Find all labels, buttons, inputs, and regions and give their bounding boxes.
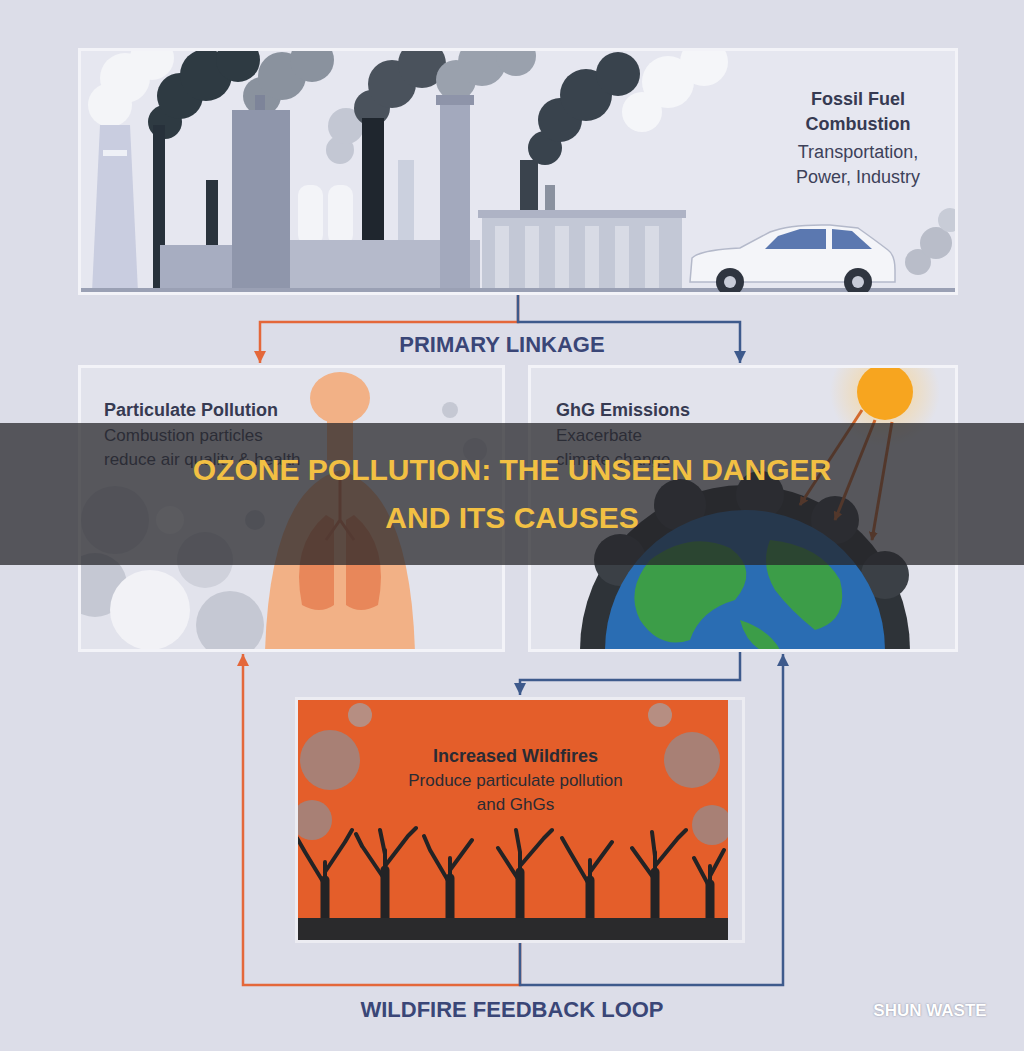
text-block: Fossil Fuel CombustionTransportation, Po… xyxy=(773,87,943,190)
factory-building xyxy=(520,160,538,215)
node-heading: Fossil Fuel Combustion xyxy=(773,87,943,137)
wildfire-illustration xyxy=(297,699,728,941)
smoke-cloud xyxy=(648,703,672,727)
earth-globe xyxy=(740,620,780,650)
node-heading: GhG Emissions xyxy=(556,398,776,423)
smoke-haze xyxy=(110,570,190,650)
car-illustration xyxy=(844,268,872,293)
node-heading: Increased Wildfires xyxy=(366,744,666,769)
factory-building xyxy=(585,226,599,292)
smoke-plume xyxy=(216,50,260,82)
factory-building xyxy=(495,226,509,292)
wildfire-panel: Increased WildfiresProduce particulate p… xyxy=(295,697,745,943)
linkage-label: PRIMARY LINKAGE xyxy=(342,331,662,359)
watermark: SHUN WASTE xyxy=(860,999,1000,1022)
smoke-plume xyxy=(680,50,728,86)
smoke-plume xyxy=(290,50,334,82)
factory-building xyxy=(482,215,682,292)
factory-building xyxy=(478,210,686,218)
factory-building xyxy=(436,95,474,105)
car-illustration xyxy=(852,276,864,288)
text-block: Increased WildfiresProduce particulate p… xyxy=(298,744,733,817)
factory-illustration xyxy=(80,50,956,293)
smoke-cloud xyxy=(297,800,332,840)
loop-label: WILDFIRE FEEDBACK LOOP xyxy=(302,996,722,1024)
human-figure xyxy=(310,372,370,424)
car-illustration xyxy=(690,225,895,293)
factory-building xyxy=(440,100,470,292)
factory-illustration xyxy=(80,50,956,293)
node-body: Produce particulate pollution and GhGs xyxy=(401,769,631,817)
smoke-plume xyxy=(496,50,536,76)
title-banner: OZONE POLLUTION: THE UNSEEN DANGER AND I… xyxy=(0,423,1024,565)
factory-building xyxy=(645,226,659,292)
factory-building xyxy=(615,226,629,292)
factory-building xyxy=(555,226,569,292)
connector-arrow xyxy=(520,652,740,695)
sun-rays xyxy=(857,367,913,420)
ground-strip xyxy=(297,918,728,941)
factory-building xyxy=(206,180,218,245)
smoke-cloud xyxy=(300,730,360,790)
car-illustration xyxy=(832,229,872,249)
factory-building xyxy=(255,95,265,110)
smoke-cloud xyxy=(348,703,372,727)
smoke-cloud xyxy=(297,703,728,845)
car-illustration xyxy=(765,229,826,249)
factory-building xyxy=(92,125,138,292)
smoke-cloud xyxy=(692,805,728,845)
smoke-plume xyxy=(938,208,956,232)
smoke-haze xyxy=(196,591,264,650)
source-panel: Fossil Fuel CombustionTransportation, Po… xyxy=(78,48,958,295)
factory-building xyxy=(298,185,323,245)
node-body: Transportation, Power, Industry xyxy=(773,140,943,190)
wildfire-illustration xyxy=(297,699,728,941)
smoke-plume xyxy=(130,50,174,80)
smoke-plume xyxy=(596,52,640,96)
smoke-plume xyxy=(920,227,952,259)
connector-arrow xyxy=(243,654,520,985)
factory-building xyxy=(328,185,353,245)
title-text: OZONE POLLUTION: THE UNSEEN DANGER AND I… xyxy=(172,446,852,542)
node-heading: Particulate Pollution xyxy=(104,398,364,423)
car-illustration xyxy=(724,276,736,288)
smoke-haze xyxy=(442,402,458,418)
factory-building xyxy=(232,110,290,292)
factory-building xyxy=(103,150,127,156)
factory-building xyxy=(525,226,539,292)
car-illustration xyxy=(716,268,744,293)
smoke-cloud xyxy=(664,732,720,788)
